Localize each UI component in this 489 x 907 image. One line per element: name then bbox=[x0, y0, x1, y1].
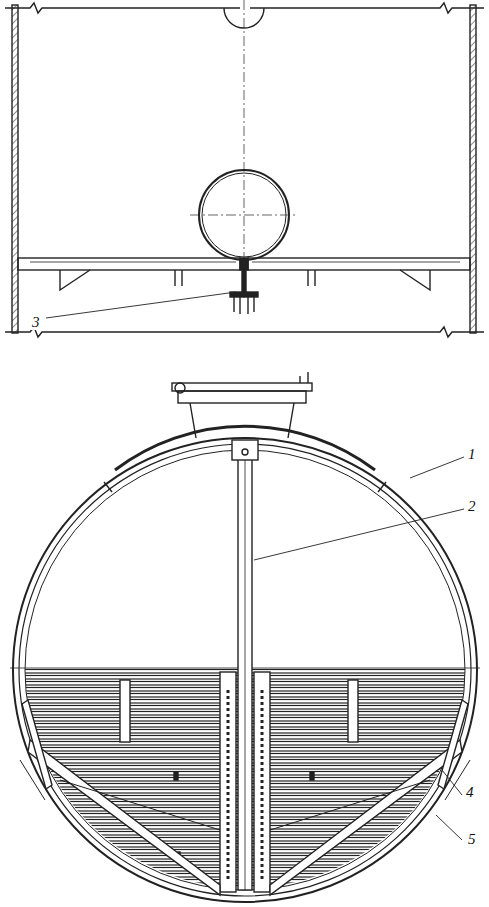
callout-number: 5 bbox=[466, 831, 478, 847]
callout-number: 1 bbox=[466, 446, 478, 462]
callout-number: 2 bbox=[466, 498, 478, 514]
callout-number: 4 bbox=[464, 784, 476, 800]
callout-number: 3 bbox=[30, 314, 42, 330]
